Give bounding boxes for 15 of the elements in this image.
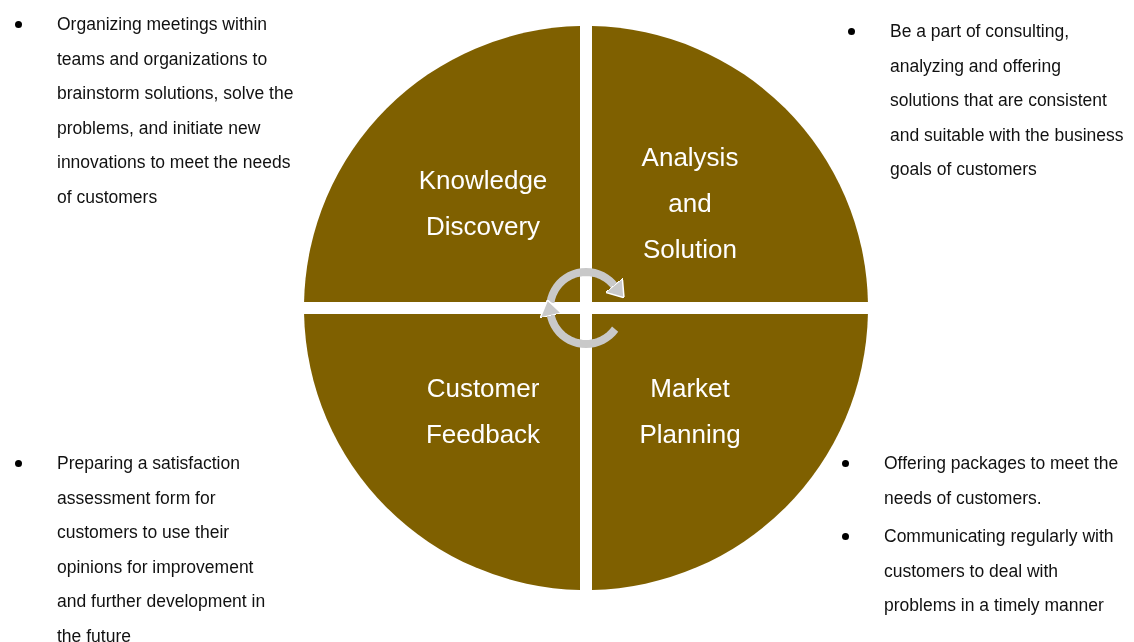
segment-label: Analysis and Solution (640, 141, 740, 266)
curved-arrow (539, 299, 619, 348)
description-text: Organizing meetings within teams and organizations to brainstorm solutions, solve the problems, and initiate new innovations to meet the needs of customers (57, 13, 295, 209)
description-text: Preparing a satisfaction assessment form for customers to use their opinions for improvement and further development in the future (57, 452, 267, 642)
description-text: Be a part of consulting, analyzing and offering solutions that are consistent and suitable with the business goals of customers (890, 20, 1125, 181)
segment-label: Customer Feedback (424, 372, 542, 451)
segment-label: Market Planning (638, 372, 742, 451)
description-text: Communicating regularly with customers to deal with problems in a timely manner (884, 525, 1115, 617)
quadrant-segment (304, 314, 580, 590)
curved-arrow (546, 268, 625, 304)
quadrant-segment (304, 26, 580, 302)
quadrant-segment (592, 26, 868, 302)
segment-label: Knowledge Discovery (417, 164, 549, 243)
quadrant-segment (592, 314, 868, 590)
description-text: Offering packages to meet the needs of customers. (884, 452, 1120, 510)
